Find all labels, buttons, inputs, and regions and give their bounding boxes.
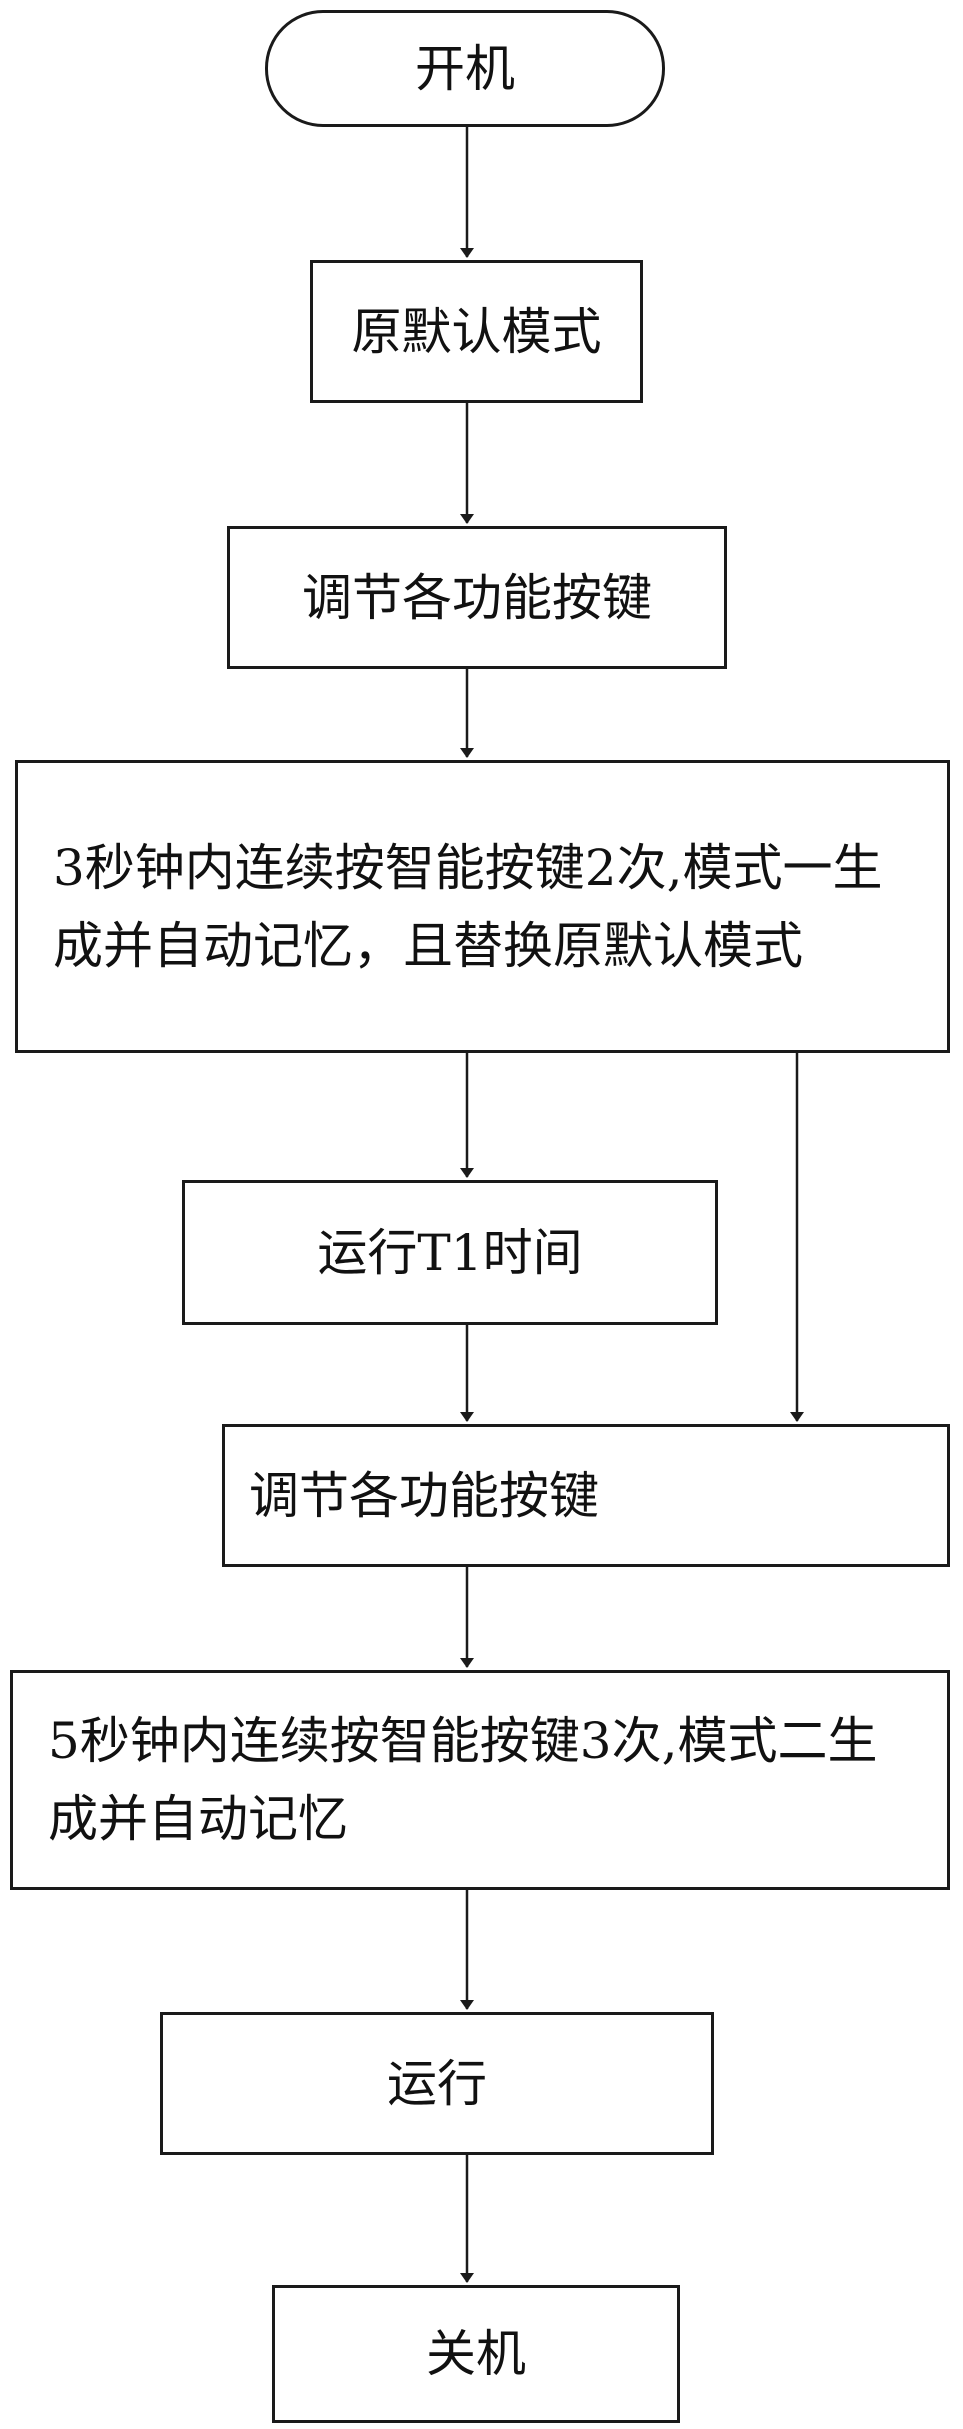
run-t1-label: 运行T1时间 — [317, 1223, 583, 1282]
adjust-keys-node-2: 调节各功能按键 — [222, 1424, 950, 1567]
adjust-keys-node-1: 调节各功能按键 — [227, 526, 727, 669]
adjust-keys-label-1: 调节各功能按键 — [302, 568, 652, 627]
power-off-node: 关机 — [272, 2285, 680, 2423]
default-mode-label: 原默认模式 — [351, 302, 602, 361]
mode-two-label: 5秒钟内连续按智能按键3次,模式二生成并自动记忆 — [48, 1712, 878, 1848]
default-mode-node: 原默认模式 — [310, 260, 643, 403]
run-t1-node: 运行T1时间 — [182, 1180, 718, 1325]
adjust-keys-label-2: 调节各功能按键 — [249, 1466, 599, 1525]
run-node: 运行 — [160, 2012, 714, 2155]
mode-one-node: 3秒钟内连续按智能按键2次,模式一生成并自动记忆，且替换原默认模式 — [15, 760, 950, 1053]
run-label: 运行 — [387, 2054, 487, 2113]
power-off-label: 关机 — [426, 2325, 526, 2383]
mode-one-label: 3秒钟内连续按智能按键2次,模式一生成并自动记忆，且替换原默认模式 — [53, 838, 883, 975]
start-node: 开机 — [265, 10, 665, 127]
start-label: 开机 — [415, 39, 515, 98]
mode-two-node: 5秒钟内连续按智能按键3次,模式二生成并自动记忆 — [10, 1670, 950, 1890]
